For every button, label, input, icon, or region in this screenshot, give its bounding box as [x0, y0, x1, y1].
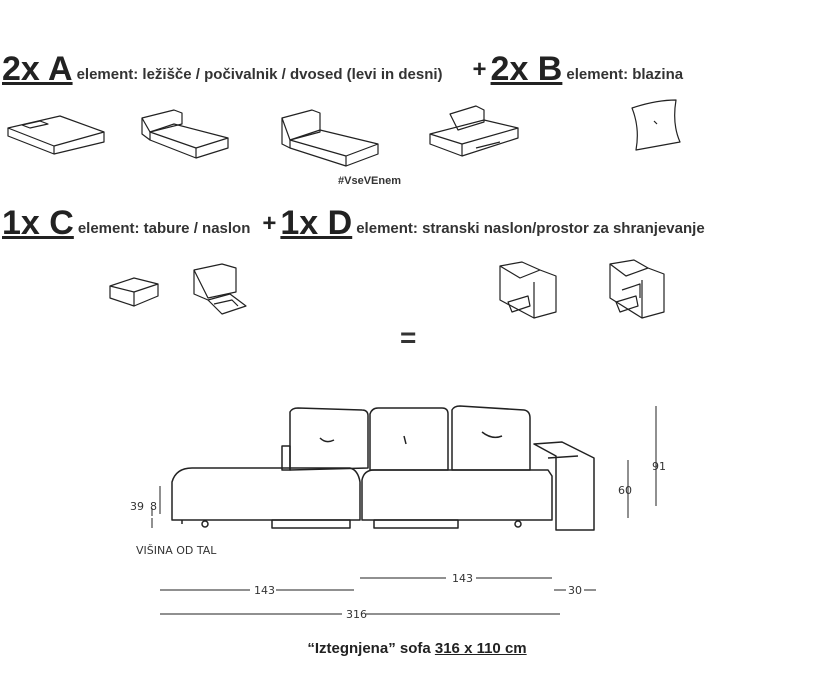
- back-cushion-left: [289, 407, 369, 471]
- element-a-sofa-icon: [281, 109, 379, 167]
- floor-height-label: VIŠINA OD TAL: [136, 544, 217, 557]
- element-d-armrest-icon: [499, 261, 557, 319]
- element-d-description: element: stranski naslon/prostor za shra…: [356, 220, 705, 237]
- dimension-seat-height: 60: [618, 484, 632, 497]
- element-a-bed-icon: [7, 115, 105, 155]
- seat-right: [361, 469, 553, 521]
- caption: “Iztegnjena” sofa 316 x 110 cm: [0, 640, 834, 657]
- element-a-lounger-icon: [141, 109, 229, 159]
- seat-left: [171, 467, 361, 521]
- element-c-count: 1x C: [2, 204, 74, 242]
- armrest: [533, 441, 595, 531]
- element-b-description: element: blazina: [566, 66, 684, 83]
- dimension-floor-height: 8: [150, 500, 157, 513]
- back-cushion-middle: [369, 407, 449, 471]
- element-d-count: 1x D: [280, 204, 353, 242]
- heading-ab: 2x A element: ležišče / počivalnik / dvo…: [2, 52, 683, 86]
- dimension-right-width: 143: [452, 572, 473, 585]
- heading-cd: 1x C element: tabure / naslon + 1x D ele…: [2, 206, 705, 240]
- dimension-low-height: 39: [130, 500, 144, 513]
- element-a-count: 2x A: [2, 50, 73, 88]
- element-c-ottoman-icon: [109, 277, 159, 307]
- element-a-sofa-right-icon: [429, 105, 519, 157]
- dimension-total-width: 316: [346, 608, 367, 621]
- element-c-storage-icon: [193, 263, 247, 315]
- plus-sign: +: [472, 56, 487, 83]
- equals-sign: =: [400, 322, 417, 353]
- element-c-description: element: tabure / naslon: [77, 220, 251, 237]
- element-b-count: 2x B: [490, 50, 563, 88]
- sofa-main-drawing: [171, 405, 595, 531]
- dimension-total-height: 91: [652, 460, 666, 473]
- element-a-description: element: ležišče / počivalnik / dvosed (…: [76, 66, 443, 83]
- back-cushion-right: [451, 405, 531, 471]
- element-d-storage-icon: [609, 259, 665, 319]
- dimension-left-width: 143: [254, 584, 275, 597]
- element-b-cushion-icon: [631, 99, 681, 151]
- caption-text: “Iztegnjena” sofa: [307, 640, 431, 657]
- plus-sign: +: [262, 210, 277, 237]
- caption-dimensions: 316 x 110 cm: [434, 640, 527, 657]
- dimension-arm-width: 30: [568, 584, 582, 597]
- dimension-lines: [151, 406, 657, 615]
- hashtag: #VseVEnem: [338, 175, 401, 187]
